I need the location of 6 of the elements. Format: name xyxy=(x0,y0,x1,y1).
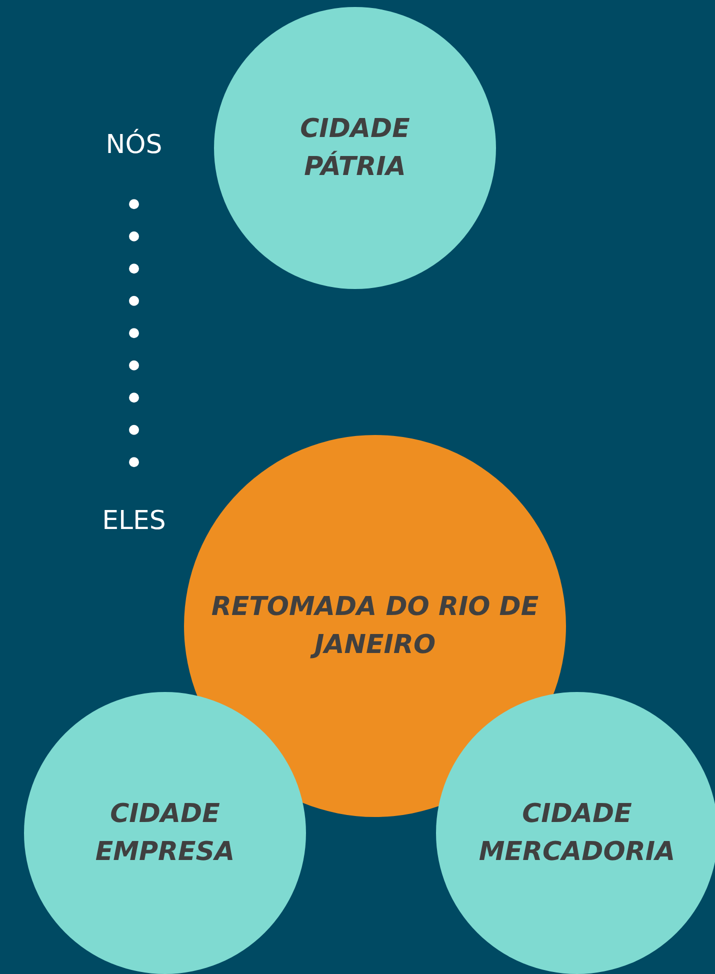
circle-label: CIDADE MERCADORIA xyxy=(478,798,676,869)
text-label: ELES xyxy=(102,505,166,537)
circle-label: RETOMADA DO RIO DE JANEIRO xyxy=(210,591,540,662)
circle-label: CIDADE EMPRESA xyxy=(94,798,236,869)
text-label: NÓS xyxy=(106,129,162,161)
circle-label: CIDADE PÁTRIA xyxy=(299,113,411,184)
